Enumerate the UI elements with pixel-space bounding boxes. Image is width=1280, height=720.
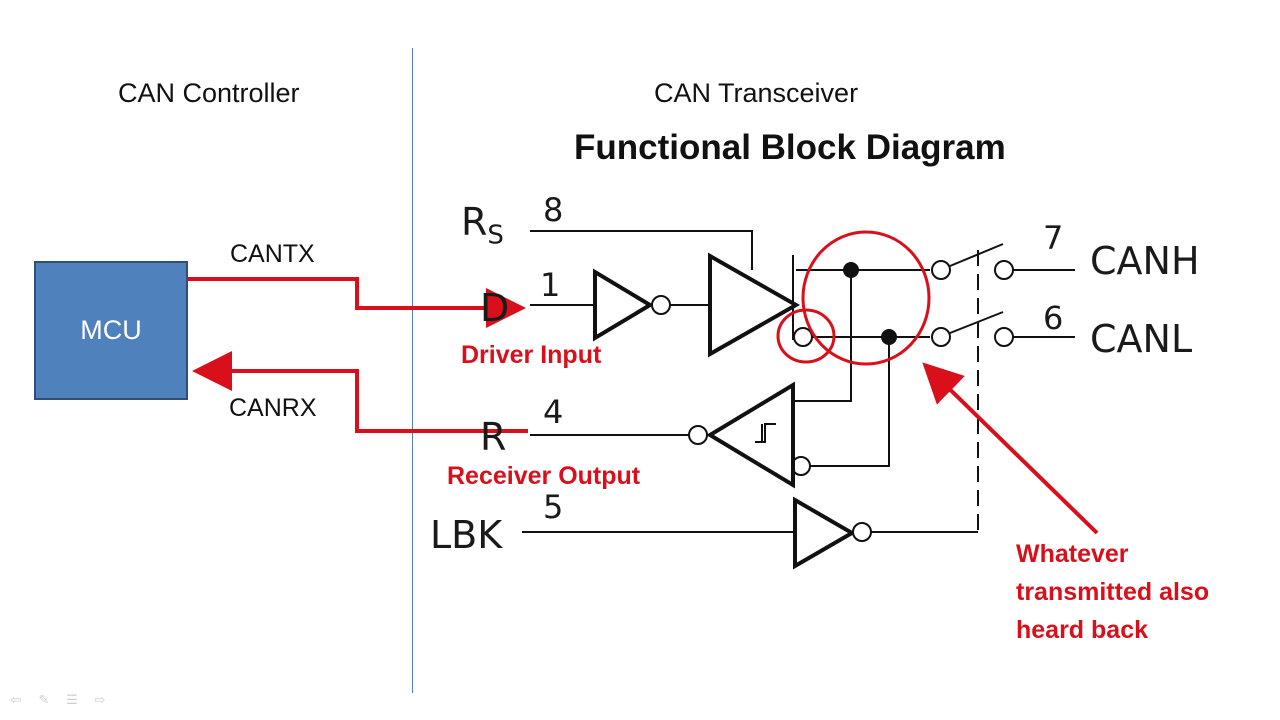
controller-heading: CAN Controller — [118, 78, 300, 108]
canrx-label: CANRX — [229, 394, 317, 422]
block-diagram-title: Functional Block Diagram — [574, 128, 1006, 167]
lbk-inverter-bubble — [852, 522, 872, 542]
pin-canh-number: 7 — [1043, 219, 1064, 257]
receiver-feedback-low — [810, 337, 890, 467]
receiver-output-bubble — [688, 425, 708, 445]
pen-icon[interactable]: ✎ — [38, 692, 50, 707]
receiver-gate — [706, 381, 795, 489]
pin-canh-label: CANH — [1090, 239, 1200, 283]
slide-nav: ⇦ ✎ ☰ ⇨ — [8, 692, 108, 708]
driver-gate — [708, 252, 801, 358]
loopback-highlight-circle — [801, 230, 931, 366]
pin-canl-number: 6 — [1043, 299, 1064, 337]
d-inverter-bubble — [651, 295, 671, 315]
cantx-arrow — [187, 277, 526, 328]
pin-d-label: D — [480, 286, 510, 330]
loopback-annotation-arrow — [922, 362, 1099, 535]
mcu-block: MCU — [34, 261, 188, 400]
receiver-output-annotation: Receiver Output — [447, 462, 641, 490]
canh-switch-blade — [949, 243, 1004, 267]
lbk-inverter-gate — [793, 496, 856, 570]
d-inverter-gate — [593, 268, 654, 342]
canl-switch-right-contact — [994, 327, 1014, 347]
canl-switch-blade — [949, 311, 1004, 334]
canh-switch-right-contact — [994, 260, 1014, 280]
pin-d-number: 1 — [540, 266, 561, 304]
pin-r-label: R — [480, 415, 507, 459]
pin-r-number: 4 — [543, 393, 564, 431]
loopback-annotation: Whatever transmitted also heard back — [1016, 540, 1210, 644]
arrow-right-icon[interactable]: ⇨ — [94, 692, 106, 707]
section-divider — [412, 48, 413, 693]
rs-wire — [530, 230, 753, 270]
cantx-label: CANTX — [230, 240, 315, 268]
arrow-left-icon[interactable]: ⇦ — [10, 692, 22, 707]
receiver-feedback-high — [793, 270, 852, 402]
bubble-highlight-circle — [776, 308, 836, 364]
pin-canl-label: CANL — [1090, 317, 1193, 361]
pin-rs-label: RS — [461, 200, 504, 251]
schmitt-trigger-icon — [755, 423, 776, 443]
pin-lbk-label: LBK — [430, 513, 503, 557]
mcu-label: MCU — [80, 315, 142, 345]
driver-input-annotation: Driver Input — [461, 341, 602, 369]
canl-switch-left-contact — [931, 327, 951, 347]
pin-lbk-number: 5 — [543, 488, 564, 526]
canrx-arrow — [192, 351, 528, 433]
canh-switch-left-contact — [931, 260, 951, 280]
pin-rs-number: 8 — [543, 191, 564, 229]
driver-low-bubble — [793, 327, 813, 347]
transceiver-heading: CAN Transceiver — [654, 78, 859, 108]
menu-icon[interactable]: ☰ — [66, 692, 78, 707]
